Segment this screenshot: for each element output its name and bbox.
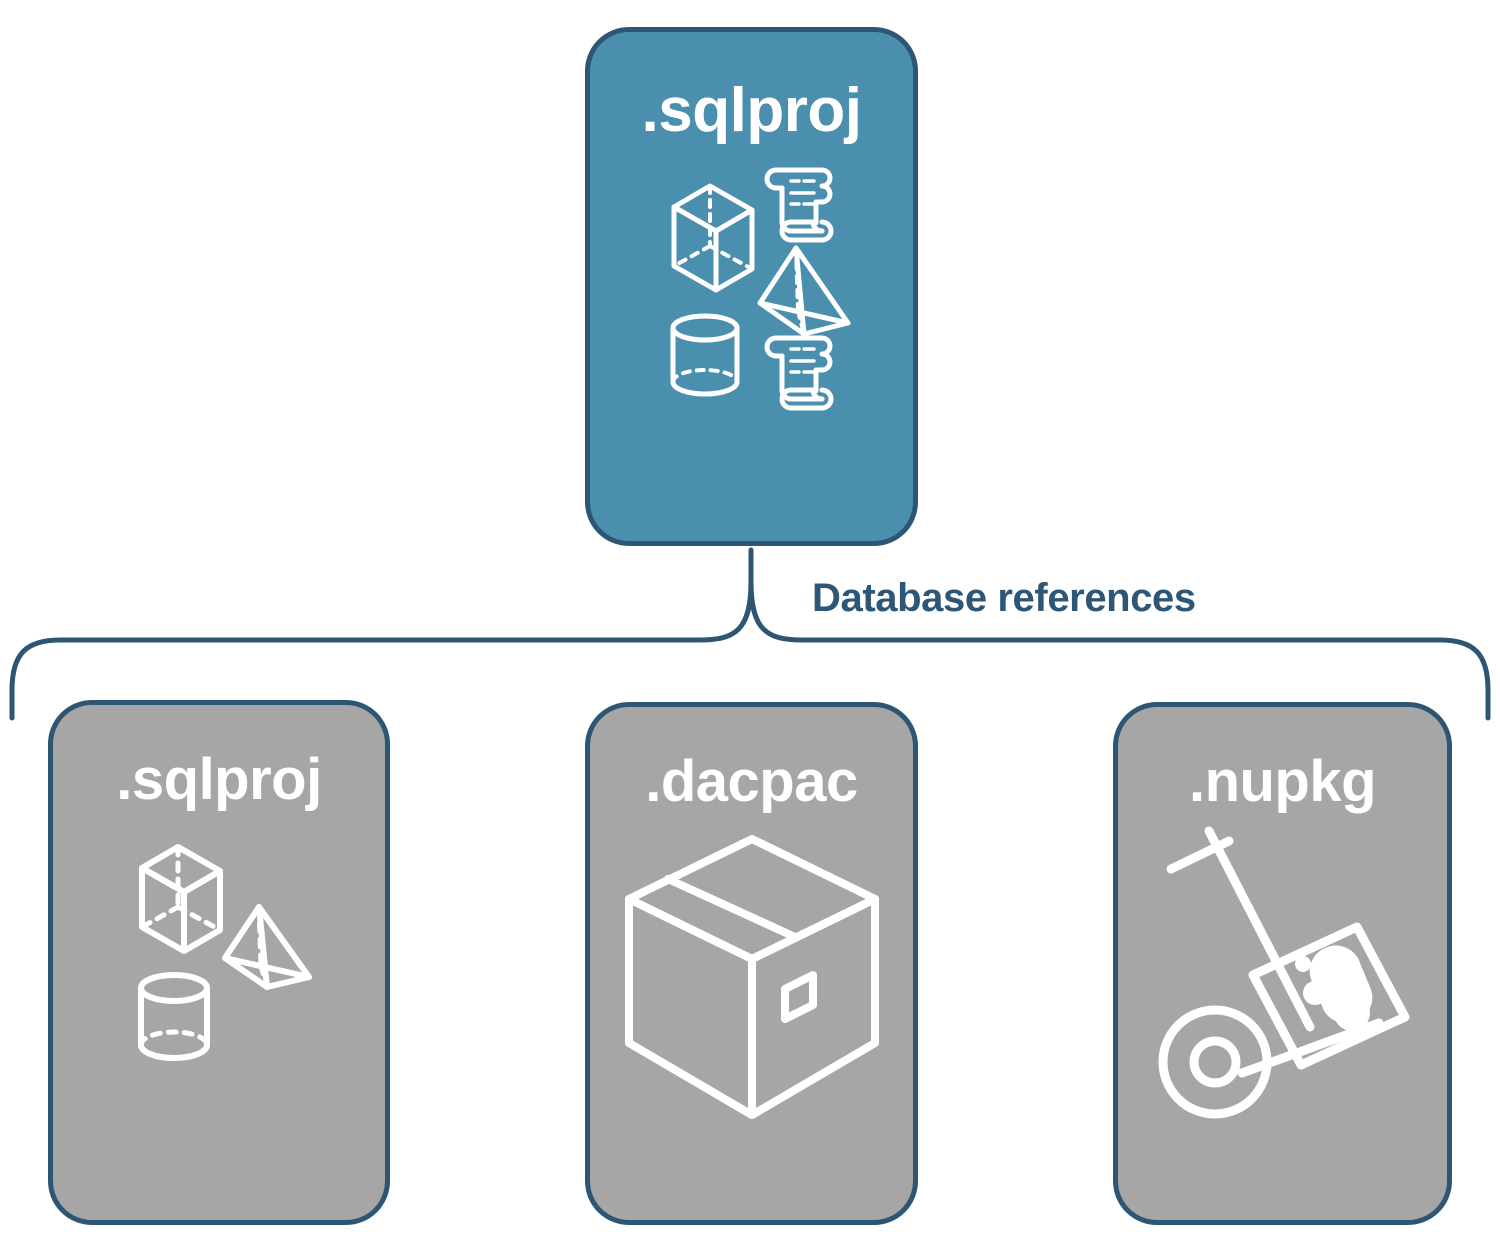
cylinder-wireframe-icon [670,313,739,397]
card-title: .nupkg [1188,749,1377,814]
node-card-nupkg[interactable]: .nupkg [1113,702,1452,1225]
scroll-script-icon [764,167,833,243]
pyramid-wireframe-icon [757,245,850,337]
shipping-box-illustration [617,827,887,1127]
package-delivery-illustration [1143,826,1423,1127]
scroll-script-icon [764,335,833,411]
database-objects-illustration [104,825,334,1085]
cylinder-wireframe-icon [138,972,210,1061]
shipping-box-icon [624,835,879,1119]
database-references-brace [9,547,1491,721]
cube-wireframe-icon [671,183,754,293]
card-title: .dacpac [645,749,858,814]
node-card-dacpac[interactable]: .dacpac [585,702,918,1225]
hand-truck-package-icon [1158,826,1409,1119]
connector-label-database-references: Database references [812,576,1196,620]
node-card-sqlproj-reference[interactable]: .sqlproj [48,700,390,1225]
card-title: .sqlproj [641,76,862,145]
cube-wireframe-icon [139,844,223,954]
node-card-sqlproj-root[interactable]: .sqlproj [585,27,918,546]
pyramid-wireframe-icon [222,904,312,990]
card-title: .sqlproj [116,747,322,812]
database-objects-illustration [652,156,852,416]
